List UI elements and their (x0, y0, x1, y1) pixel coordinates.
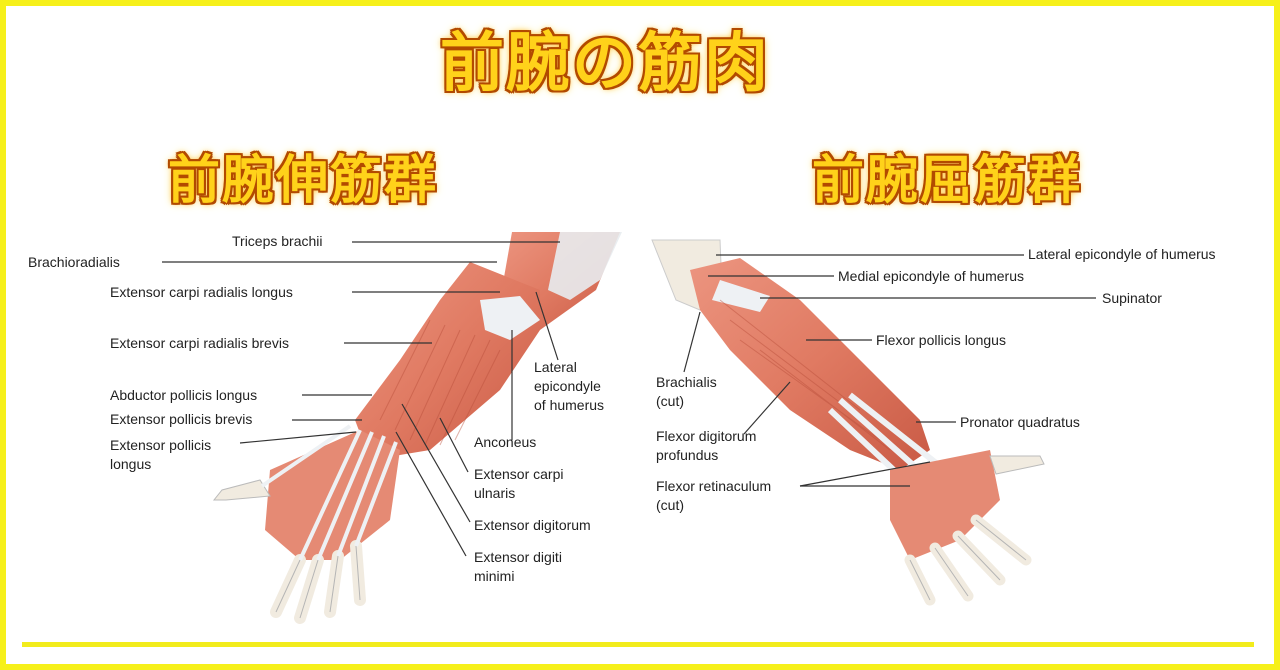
label-extensor-carpi-radialis-longus: Extensor carpi radialis longus (110, 284, 293, 300)
label-extensor-digiti-minimi-1: Extensor digiti (474, 549, 562, 565)
label-triceps-brachii: Triceps brachii (232, 233, 323, 249)
label-flexor-pollicis-longus: Flexor pollicis longus (876, 332, 1006, 348)
label-flexor-digitorum-profundus-2: profundus (656, 447, 719, 463)
label-extensor-carpi-ulnaris-2: ulnaris (474, 485, 516, 501)
label-extensor-carpi-radialis-brevis: Extensor carpi radialis brevis (110, 335, 289, 351)
label-brachioradialis: Brachioradialis (28, 254, 120, 270)
muscle-fiber-lines (379, 319, 501, 446)
extensor-tendons (260, 424, 398, 561)
flexor-group-heading: 前腕屈筋群 (812, 151, 1083, 211)
thumb (212, 479, 271, 501)
triceps-tendon (548, 232, 622, 300)
bottom-divider (22, 642, 1254, 647)
label-brachialis-2: (cut) (656, 393, 684, 409)
label-lateral-epicondyle-humerus: Lateral epicondyle of humerus (1028, 246, 1216, 262)
label-extensor-pollicis-longus-2: longus (110, 456, 152, 472)
label-flexor-retinaculum-1: Flexor retinaculum (656, 478, 772, 494)
extensor-group-heading: 前腕伸筋群 (168, 151, 439, 211)
supinator-tendon (712, 280, 770, 312)
extensor-arm-illustration (212, 232, 622, 624)
label-flexor-digitorum-profundus-1: Flexor digitorum (656, 428, 757, 444)
label-pronator-quadratus: Pronator quadratus (960, 414, 1080, 430)
label-brachialis-1: Brachialis (656, 374, 717, 390)
flexor-leader-lines (683, 254, 1096, 487)
muscle-fiber-lines-right (719, 299, 891, 451)
label-supinator: Supinator (1102, 290, 1162, 306)
label-lateral-epicondyle-2: epicondyle (534, 378, 601, 394)
page-title: 前腕の筋肉 (440, 27, 770, 101)
flexor-arm-illustration (651, 239, 1045, 606)
label-extensor-pollicis-longus-1: Extensor pollicis (110, 437, 212, 453)
label-anconeus: Anconeus (474, 434, 537, 450)
label-abductor-pollicis-longus: Abductor pollicis longus (110, 387, 258, 403)
label-extensor-pollicis-brevis: Extensor pollicis brevis (110, 411, 253, 427)
label-extensor-digitorum: Extensor digitorum (474, 517, 591, 533)
label-flexor-retinaculum-2: (cut) (656, 497, 684, 513)
extensor-leader-lines (162, 241, 560, 557)
forearm-deep-muscles (690, 258, 930, 470)
elbow-tendon (480, 296, 540, 340)
thumb-right (989, 455, 1045, 475)
label-extensor-carpi-ulnaris-1: Extensor carpi (474, 466, 564, 482)
label-medial-epicondyle-humerus: Medial epicondyle of humerus (838, 268, 1024, 284)
label-lateral-epicondyle-3: of humerus (534, 397, 605, 413)
finger-outlines-right (909, 519, 1027, 601)
finger-outlines (275, 545, 361, 619)
palm (890, 450, 1000, 560)
label-lateral-epicondyle-1: Lateral (534, 359, 577, 375)
label-extensor-digiti-minimi-2: minimi (474, 568, 515, 584)
